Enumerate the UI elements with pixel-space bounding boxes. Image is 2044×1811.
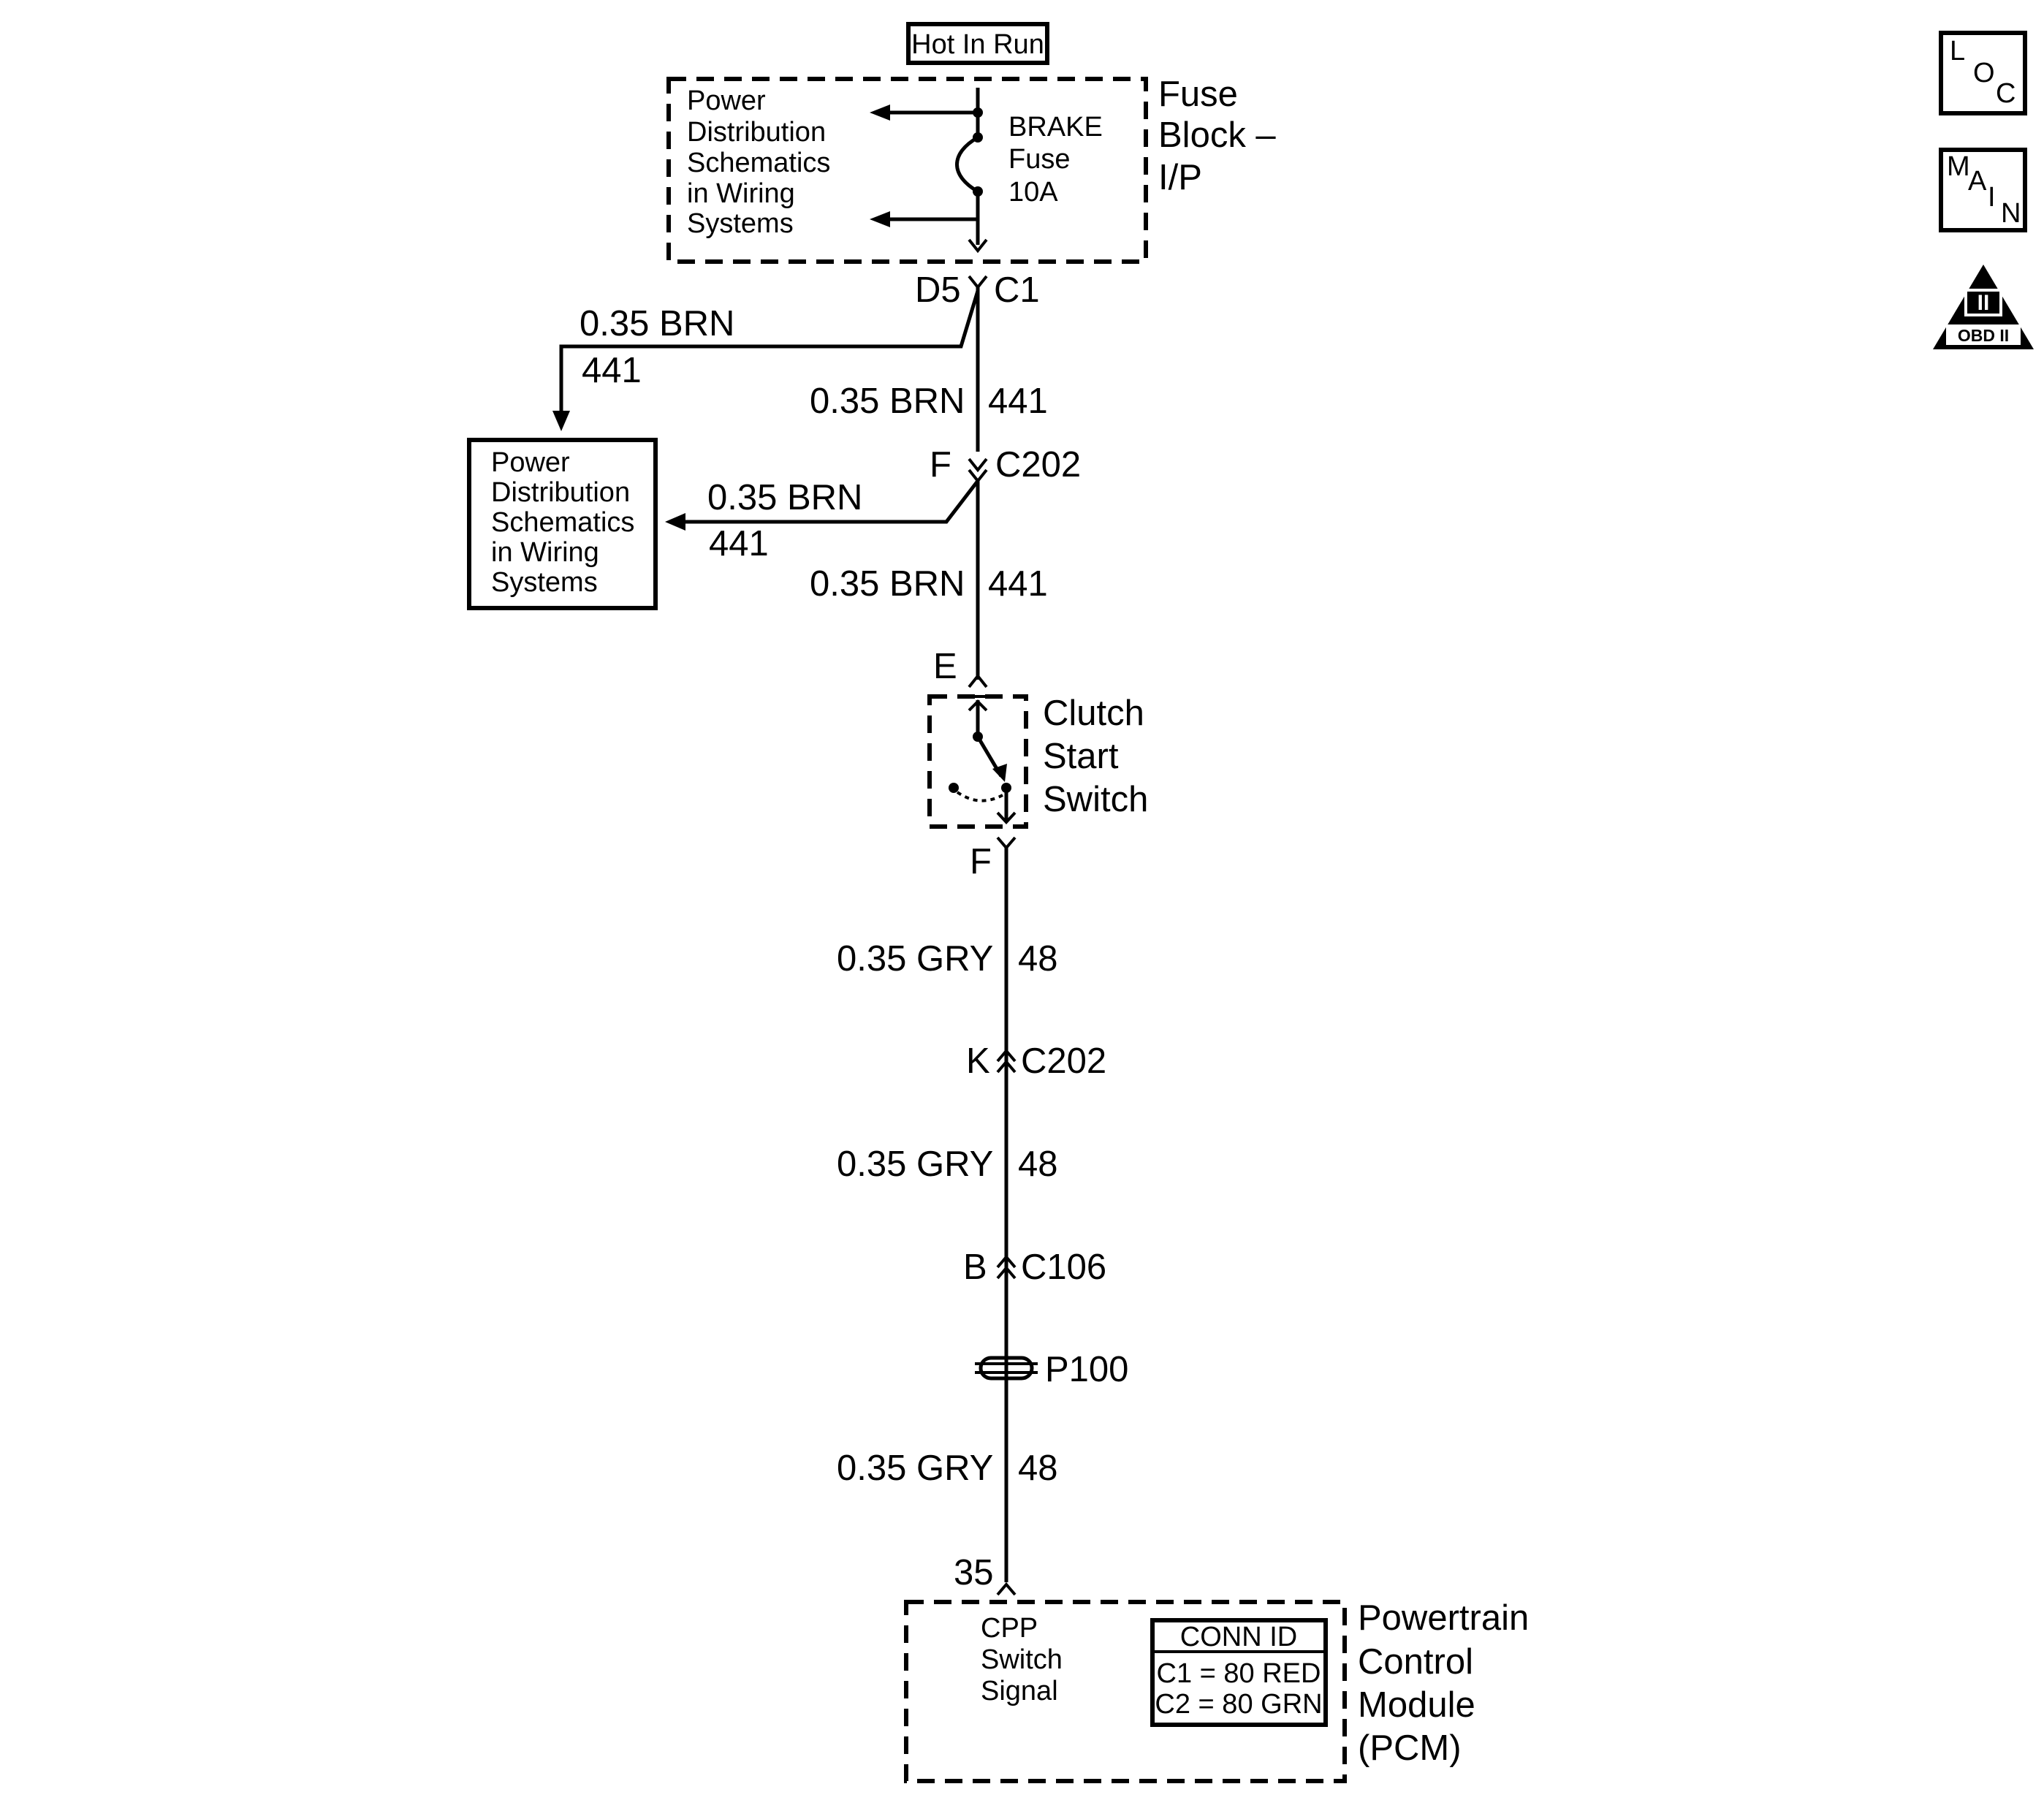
clutch-start-switch: E F Clutch Start Switch (927, 647, 1148, 881)
svg-text:C1: C1 (994, 270, 1040, 310)
svg-text:(PCM): (PCM) (1358, 1728, 1462, 1768)
svg-text:C: C (1996, 78, 2015, 109)
svg-text:Distribution: Distribution (491, 477, 630, 508)
arrow-left-icon (870, 105, 890, 121)
power-distribution-box: Power Distribution Schematics in Wiring … (467, 438, 658, 610)
pcm-module: 35 CPP Switch Signal CONN ID C1 = 80 RED… (904, 1553, 1529, 1783)
fuse-icon (955, 135, 979, 194)
svg-text:L: L (1950, 36, 1965, 67)
wire-gauge-label: 0.35 BRN (810, 381, 965, 421)
connector-icon (996, 1582, 1017, 1596)
svg-text:CPP: CPP (981, 1613, 1038, 1644)
fuse-block-name-line: Fuse (1158, 75, 1238, 114)
svg-text:O: O (1973, 58, 1995, 88)
fuse-block-name-line: Block – (1158, 115, 1276, 155)
svg-text:M: M (1947, 151, 1970, 182)
svg-text:K: K (966, 1041, 990, 1081)
fuse-block-name-line: I/P (1158, 158, 1202, 197)
connector-c106: B C106 (963, 1248, 1106, 1287)
svg-text:D5: D5 (915, 270, 961, 310)
svg-text:Systems: Systems (491, 567, 598, 598)
svg-text:C1 = 80 RED: C1 = 80 RED (1157, 1658, 1321, 1689)
svg-text:N: N (2001, 198, 2021, 229)
wire-gauge-label: 0.35 GRY (837, 1449, 993, 1488)
wire-branch-441-2: 0.35 BRN 441 (665, 478, 979, 563)
wire-gauge-label: 0.35 GRY (837, 939, 993, 979)
arrow-down-icon (552, 411, 570, 431)
wire-branch-441: 0.35 BRN 441 (552, 290, 980, 431)
connector-icon (996, 1048, 1017, 1063)
brake-fuse-label: 10A (1008, 177, 1058, 208)
svg-text:C202: C202 (995, 445, 1081, 485)
connector-icon (968, 673, 988, 688)
svg-text:Module: Module (1358, 1685, 1475, 1725)
main-icon[interactable]: M A I N (1939, 148, 2027, 232)
svg-text:35: 35 (954, 1553, 994, 1592)
brake-fuse-label: Fuse (1008, 144, 1070, 175)
svg-text:F: F (930, 445, 951, 485)
svg-text:Switch: Switch (1043, 780, 1148, 819)
svg-text:Power: Power (491, 447, 570, 478)
svg-text:Clutch: Clutch (1043, 694, 1144, 733)
fuse-block-ref-line: Schematics (687, 148, 830, 178)
svg-text:F: F (970, 842, 992, 881)
svg-text:C106: C106 (1021, 1248, 1106, 1287)
svg-text:Signal: Signal (981, 1676, 1058, 1706)
svg-text:Powertrain: Powertrain (1358, 1598, 1529, 1638)
svg-text:I: I (1988, 182, 1996, 213)
wire-circuit-label: 48 (1018, 1449, 1058, 1488)
obd-ii-icon[interactable]: II OBD II (1933, 265, 2034, 349)
wire-circuit-label: 48 (1018, 1144, 1058, 1184)
svg-text:441: 441 (582, 351, 642, 390)
svg-text:P100: P100 (1045, 1350, 1128, 1389)
connector-icon (968, 458, 988, 473)
svg-text:II: II (1977, 291, 1990, 315)
wire-gauge-label: 0.35 BRN (810, 564, 965, 604)
svg-text:Start: Start (1043, 737, 1119, 776)
hot-in-run-label: Hot In Run (906, 22, 1049, 65)
svg-text:B: B (963, 1248, 987, 1287)
connector-icon (996, 836, 1017, 851)
svg-text:0.35 BRN: 0.35 BRN (580, 304, 734, 343)
svg-text:C2 = 80 GRN: C2 = 80 GRN (1155, 1689, 1322, 1720)
fuse-block-ref-line: in Wiring (687, 178, 795, 209)
svg-text:OBD II: OBD II (1958, 326, 2009, 345)
svg-text:0.35 BRN: 0.35 BRN (707, 478, 862, 517)
svg-text:Control: Control (1358, 1642, 1473, 1682)
svg-text:C202: C202 (1021, 1041, 1106, 1081)
fuse-block-ip: Fuse Block – I/P Power Distribution Sche… (666, 75, 1276, 264)
wire-gauge-label: 0.35 GRY (837, 1144, 993, 1184)
svg-text:Hot In Run: Hot In Run (911, 29, 1044, 60)
svg-text:Switch: Switch (981, 1644, 1063, 1675)
connector-c202-top: F C202 (930, 445, 1081, 485)
svg-text:E: E (933, 647, 957, 686)
fuse-block-ref-line: Power (687, 86, 766, 116)
connector-icon (996, 1254, 1017, 1269)
svg-text:Schematics: Schematics (491, 507, 634, 538)
arrow-left-icon (665, 513, 685, 531)
conn-id-table: CONN ID C1 = 80 RED C2 = 80 GRN (1150, 1618, 1328, 1727)
connector-icon (968, 275, 988, 290)
arrow-left-icon (870, 211, 890, 227)
connector-c202-bottom: K C202 (966, 1041, 1106, 1081)
wire-circuit-label: 441 (988, 381, 1048, 421)
loc-icon[interactable]: L O C (1939, 31, 2027, 115)
pass-through-p100: P100 (975, 1350, 1128, 1389)
svg-text:A: A (1968, 166, 1987, 197)
fuse-block-ref-line: Distribution (687, 117, 826, 148)
fuse-block-ref-line: Systems (687, 208, 794, 239)
connector-c1: D5 C1 (915, 270, 1040, 310)
wire-circuit-label: 48 (1018, 939, 1058, 979)
svg-text:441: 441 (709, 524, 769, 563)
svg-text:CONN ID: CONN ID (1180, 1622, 1297, 1652)
wire-circuit-label: 441 (988, 564, 1048, 604)
svg-text:in Wiring: in Wiring (491, 537, 599, 568)
brake-fuse-label: BRAKE (1008, 112, 1103, 143)
